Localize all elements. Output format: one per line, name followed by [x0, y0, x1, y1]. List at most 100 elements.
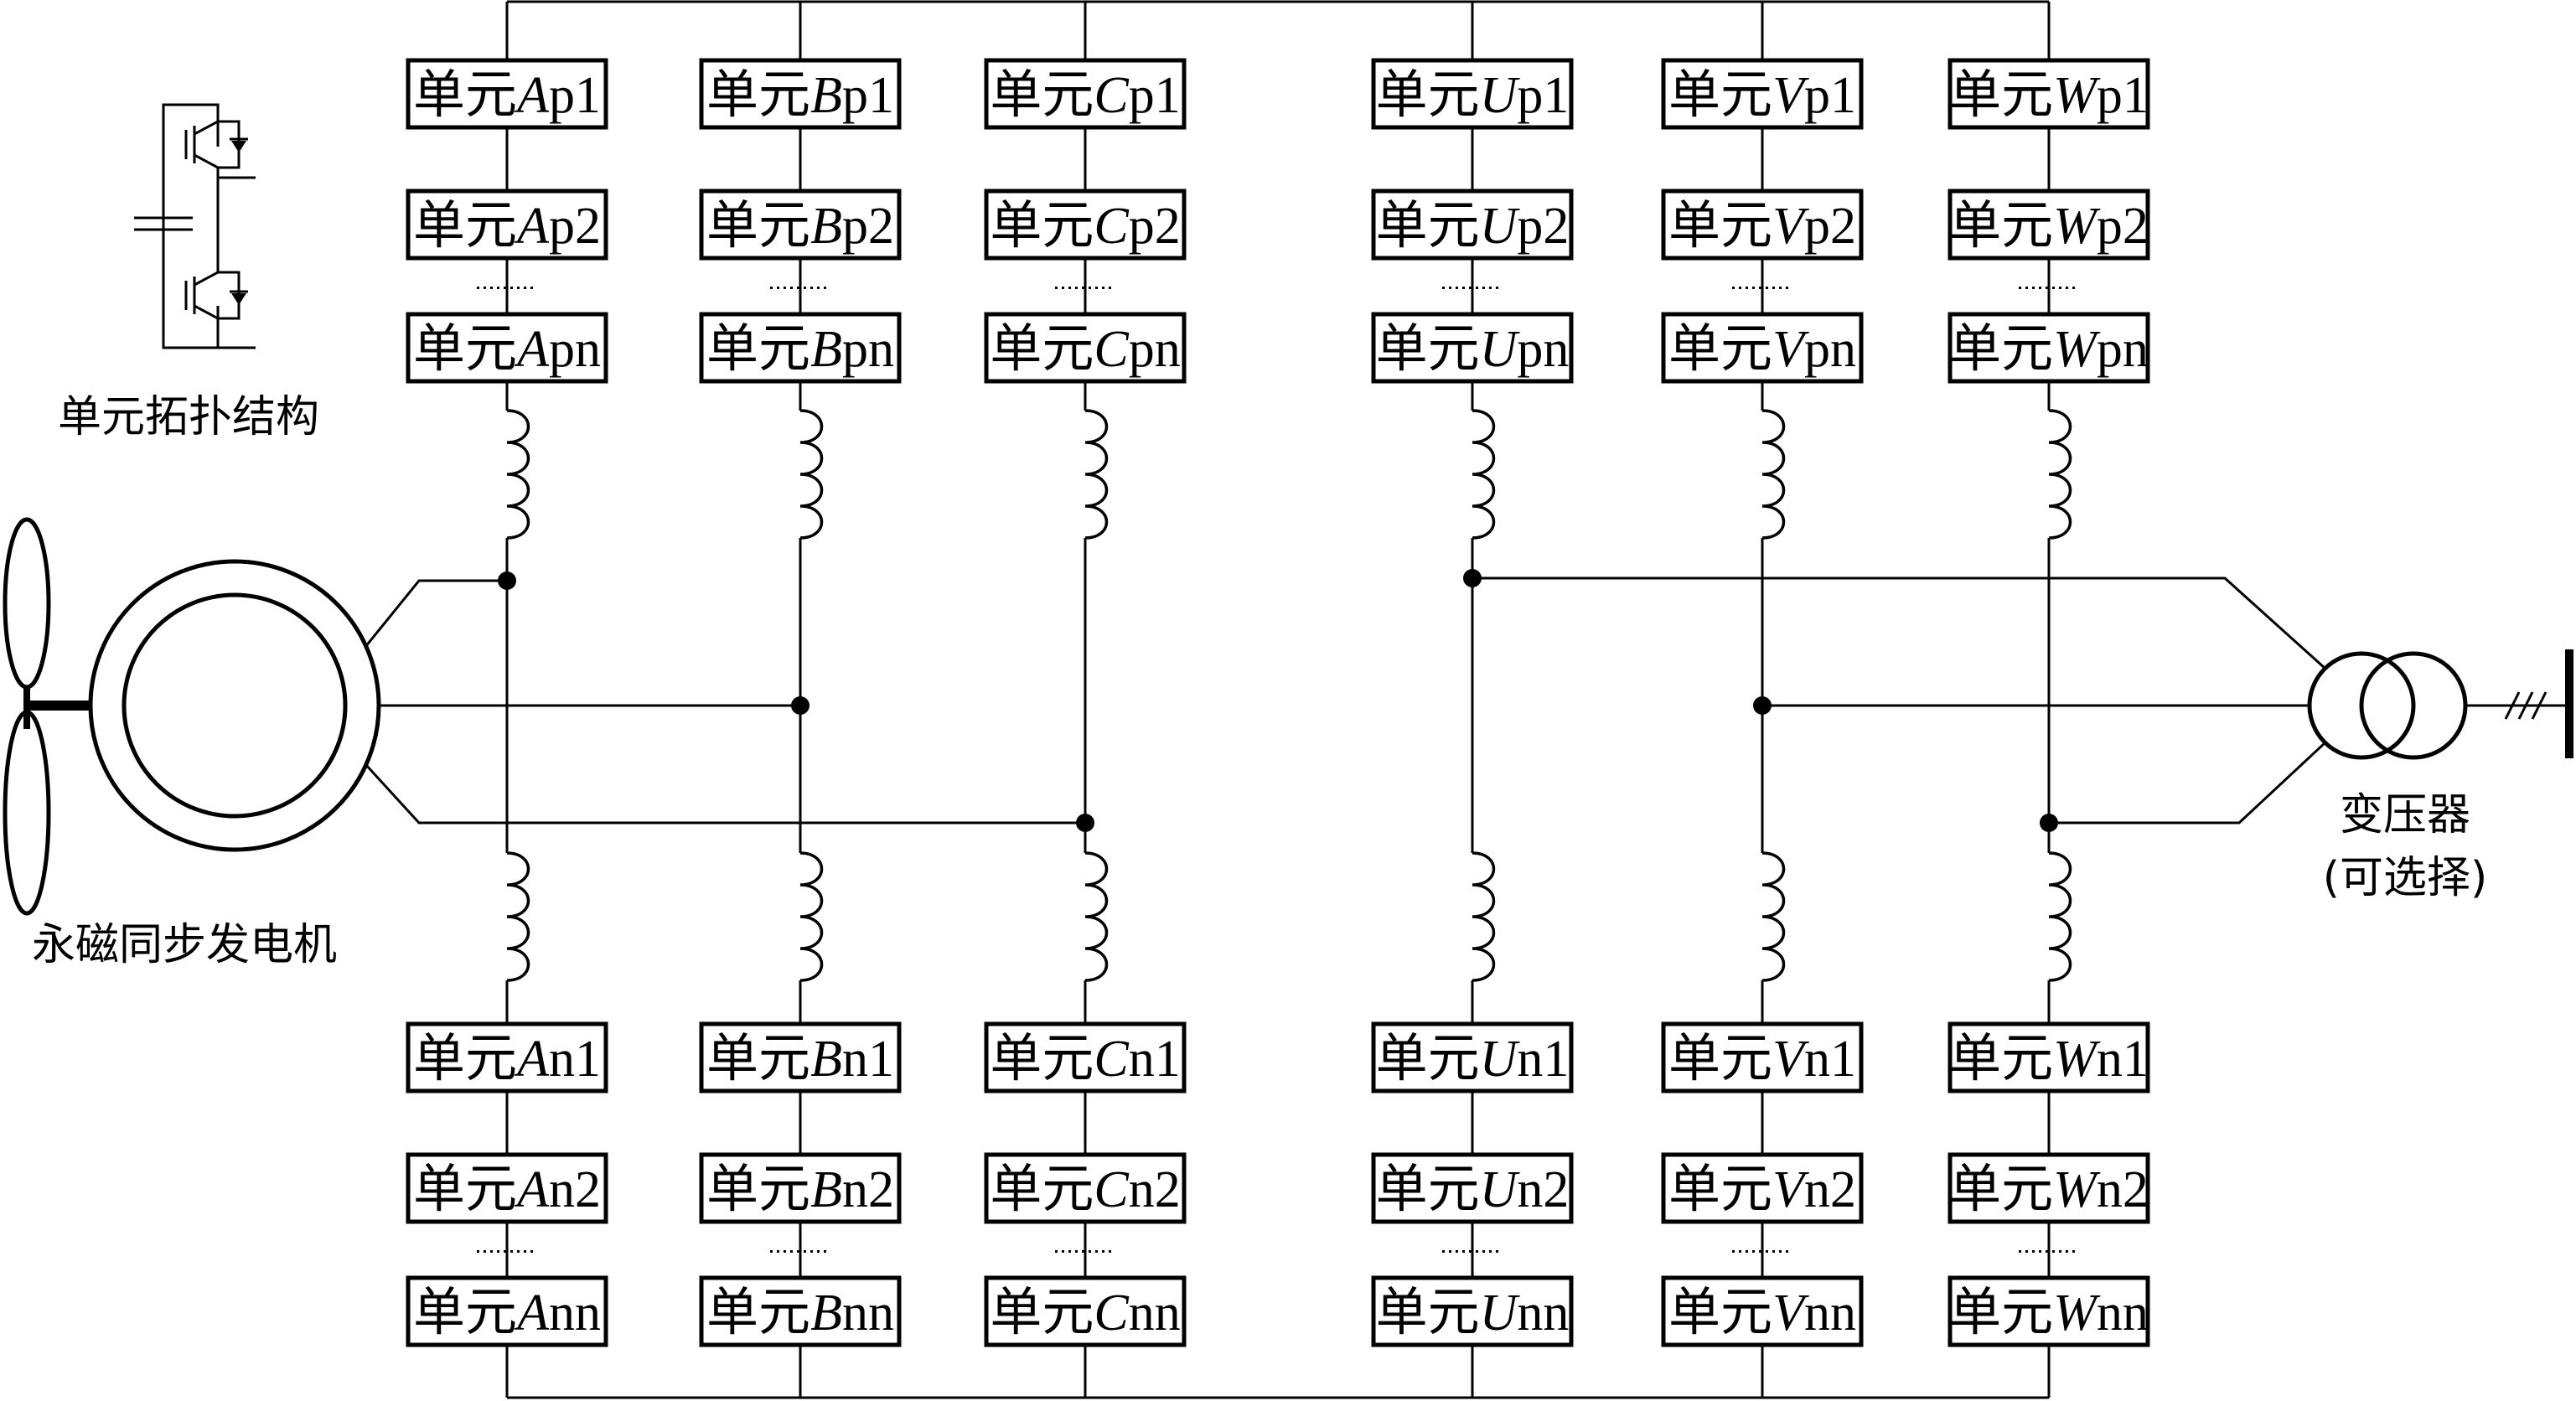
- cell-label: 单元Up2: [1376, 198, 1570, 255]
- cell-index: pn: [1804, 321, 1856, 378]
- cell-box: [1948, 312, 2150, 384]
- cell-index: n1: [549, 1031, 601, 1088]
- converter-cells: 单元Ap1单元Ap2单元Apn单元An1单元An2单元Ann单元Bp1单元Bp2…: [406, 58, 2150, 1347]
- cell-box: [984, 1275, 1187, 1347]
- cell-index: n1: [1517, 1031, 1569, 1088]
- cell-box: [406, 1275, 608, 1347]
- arm-inductor-lower: [506, 851, 530, 982]
- cell-box: [1661, 58, 1864, 130]
- cell-box: [1371, 1275, 1574, 1347]
- cell-phase: U: [1480, 67, 1521, 124]
- upper-arm-cell: 单元Apn: [406, 312, 608, 384]
- cell-box: [1948, 189, 2150, 261]
- cell-label: 单元Bnn: [706, 1285, 894, 1342]
- cell-box: [984, 58, 1187, 130]
- cell-index: p2: [2097, 198, 2149, 255]
- upper-arm-cell: 单元Bpn: [699, 312, 902, 384]
- cell-label: 单元Cnn: [990, 1285, 1180, 1342]
- cell-prefix: 单元: [1376, 321, 1480, 378]
- upper-arm-cell: 单元Wp2: [1948, 189, 2150, 261]
- lower-arm-cell: 单元Unn: [1371, 1275, 1574, 1347]
- cell-prefix: 单元: [1949, 1285, 2053, 1342]
- cell-index: n1: [842, 1031, 894, 1088]
- cell-index: p1: [2097, 67, 2149, 124]
- cell-prefix: 单元: [1949, 321, 2053, 378]
- upper-arm-cell: 单元Bp2: [699, 189, 902, 261]
- upper-arm-cell: 单元Wpn: [1948, 312, 2150, 384]
- cell-index: p2: [1804, 198, 1856, 255]
- cell-index: nn: [842, 1285, 894, 1342]
- cell-index: p2: [1517, 198, 1569, 255]
- cell-phase: C: [1094, 67, 1129, 124]
- cell-prefix: 单元: [1949, 67, 2053, 124]
- cell-label: 单元Cn1: [990, 1031, 1180, 1088]
- cell-phase: W: [2053, 67, 2101, 124]
- cell-label: 单元Ap2: [413, 198, 601, 255]
- cell-label: 单元Vp1: [1668, 67, 1856, 124]
- lower-arm-cell: 单元Wn2: [1948, 1152, 2150, 1224]
- cell-index: n2: [842, 1161, 894, 1218]
- cell-prefix: 单元: [1668, 321, 1772, 378]
- cell-index: p1: [549, 67, 601, 124]
- upper-arm-cell: 单元Up2: [1371, 189, 1574, 261]
- cell-box: [1948, 1152, 2150, 1224]
- cell-label: 单元Cpn: [990, 321, 1180, 378]
- upper-arm-cell: 单元Cp1: [984, 58, 1187, 130]
- cell-index: pn: [549, 321, 601, 378]
- lower-arm-cell: 单元Cn1: [984, 1021, 1187, 1093]
- cell-box: [1948, 1275, 2150, 1347]
- cell-label: 单元An2: [413, 1161, 601, 1218]
- cell-index: n2: [1517, 1161, 1569, 1218]
- cell-box: [1948, 1021, 2150, 1093]
- cell-box: [699, 1275, 902, 1347]
- cell-index: nn: [1129, 1285, 1181, 1342]
- generator-phase-a-wire: [364, 579, 507, 648]
- cell-phase: V: [1772, 1031, 1809, 1088]
- cell-label: 单元Un1: [1376, 1031, 1570, 1088]
- cell-index: nn: [549, 1285, 601, 1342]
- cell-phase: A: [514, 321, 550, 378]
- cell-prefix: 单元: [706, 1285, 810, 1342]
- cell-index: p2: [549, 198, 601, 255]
- cell-label: 单元Vn2: [1668, 1161, 1856, 1218]
- transformer-phase-u-wire: [1472, 576, 2327, 670]
- cell-prefix: 单元: [990, 198, 1094, 255]
- cell-phase: B: [810, 67, 842, 124]
- cell-phase: B: [810, 1285, 842, 1342]
- transformer-optional-label: (可选择): [2323, 853, 2488, 903]
- generator-label: 永磁同步发电机: [32, 920, 337, 970]
- cell-index: p1: [1129, 67, 1181, 124]
- cell-prefix: 单元: [990, 1031, 1094, 1088]
- lower-arm-cell: 单元Wnn: [1948, 1275, 2150, 1347]
- cell-label: 单元Unn: [1376, 1285, 1570, 1342]
- cell-prefix: 单元: [1668, 1031, 1772, 1088]
- cell-phase: C: [1094, 198, 1129, 255]
- lower-arm-cell: 单元Ann: [406, 1275, 608, 1347]
- cell-prefix: 单元: [1376, 198, 1480, 255]
- cell-prefix: 单元: [990, 67, 1094, 124]
- cell-phase: W: [2053, 1161, 2101, 1218]
- cell-index: n1: [1129, 1031, 1181, 1088]
- cell-prefix: 单元: [1949, 198, 2053, 255]
- cell-index: n1: [1804, 1031, 1856, 1088]
- cell-phase: U: [1480, 1031, 1521, 1088]
- arm-inductor-upper: [799, 409, 824, 540]
- cell-label: 单元Bp2: [706, 198, 894, 255]
- cell-phase: B: [810, 198, 842, 255]
- cell-prefix: 单元: [1376, 67, 1480, 124]
- cell-index: nn: [2097, 1285, 2149, 1342]
- cell-prefix: 单元: [413, 198, 517, 255]
- cell-box: [984, 312, 1187, 384]
- cell-phase: V: [1772, 67, 1809, 124]
- cell-index: pn: [1517, 321, 1569, 378]
- cell-phase: C: [1094, 321, 1129, 378]
- cell-prefix: 单元: [1949, 1161, 2053, 1218]
- cell-topology-label: 单元拓扑结构: [58, 392, 319, 442]
- cell-label: 单元Vn1: [1668, 1031, 1856, 1088]
- cell-index: p1: [842, 67, 894, 124]
- cell-label: 单元Wpn: [1949, 321, 2149, 378]
- lower-arm-cell: 单元Vnn: [1661, 1275, 1864, 1347]
- transformer-phase-w-wire: [2049, 741, 2327, 825]
- cell-box: [1661, 312, 1864, 384]
- lower-arm-cell: 单元Cn2: [984, 1152, 1187, 1224]
